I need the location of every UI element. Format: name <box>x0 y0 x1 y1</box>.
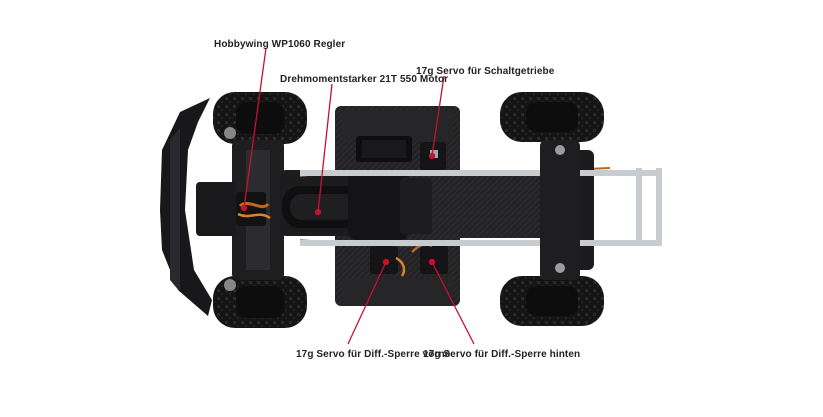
front-axle <box>196 127 284 291</box>
rear-left-tire <box>500 92 604 142</box>
callout-motor-label: Drehmomentstarker 21T 550 Motor <box>280 74 449 85</box>
callout-dot-rear-diff <box>428 258 436 266</box>
rear-right-tire <box>500 276 604 326</box>
callout-line-rear-diff <box>431 261 475 345</box>
motor <box>282 170 432 240</box>
callout-line-motor <box>317 83 333 213</box>
esc-unit <box>236 192 271 226</box>
callout-dot-shift <box>428 152 436 160</box>
front-left-tire <box>213 92 307 144</box>
callout-line-shift <box>431 75 445 157</box>
callout-dot-esc <box>240 204 248 212</box>
callout-line-esc <box>243 47 267 209</box>
callout-rear-diff-servo-label: 17g Servo für Diff.-Sperre hinten <box>423 349 581 360</box>
rear-axle <box>540 140 580 280</box>
callout-lines <box>240 47 475 345</box>
callout-dot-front-diff <box>382 258 390 266</box>
callout-dot-motor <box>314 208 322 216</box>
front-right-tire <box>213 276 307 328</box>
receiver-box <box>356 136 412 162</box>
callout-esc-label: Hobbywing WP1060 Regler <box>214 39 346 50</box>
callout-front-diff-servo-label: 17g Servo für Diff.-Sperre vorne <box>296 349 451 360</box>
callout-line-front-diff <box>347 261 387 345</box>
callout-shift-servo-label: 17g Servo für Schaltgetriebe <box>416 66 555 77</box>
front-bumper <box>160 98 212 316</box>
